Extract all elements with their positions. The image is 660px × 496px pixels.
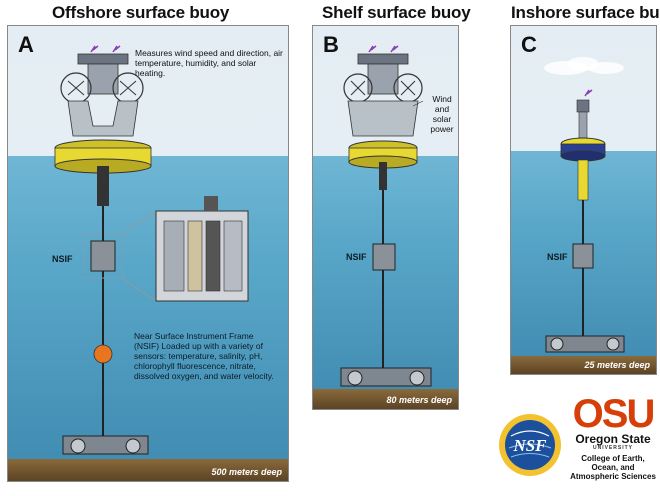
osu-college: College of Earth, Ocean, and Atmospheric… (570, 454, 656, 481)
panel-letter: C (521, 32, 537, 57)
panel-offshore: A Measures wind speed and direction, air… (7, 25, 289, 482)
seafloor (511, 356, 656, 374)
osu-logo: OSU Oregon State UNIVERSITY College of E… (570, 392, 656, 481)
osu-letters: OSU (572, 392, 656, 436)
panel-shelf: B Wind and solar power NSIF 80 meters de… (312, 25, 459, 410)
title-inshore: Inshore surface buoy (511, 3, 660, 22)
panel-inshore: C NSIF 25 meters deep (510, 25, 657, 375)
nsif-label: NSIF (346, 252, 367, 262)
power-note: Wind and solar power (430, 94, 454, 134)
title-offshore: Offshore surface buoy (52, 3, 230, 22)
water (8, 156, 288, 481)
nsif-note: Near Surface Instrument Frame (NSIF) Loa… (134, 331, 274, 381)
panel-letter: A (18, 32, 34, 57)
met-sensors-note: Measures wind speed and direction, air t… (135, 48, 283, 78)
nsf-logo: NSF (497, 412, 563, 478)
osu-name: Oregon State (575, 432, 651, 446)
inshore-buoy-drawing (544, 57, 625, 353)
shelf-buoy-drawing (340, 45, 432, 387)
seafloor (8, 459, 288, 481)
nsf-seal-icon (499, 414, 561, 476)
offshore-buoy-drawing (54, 45, 249, 455)
title-shelf: Shelf surface buoy (322, 3, 471, 22)
depth-label: 25 meters deep (584, 360, 650, 370)
seafloor (313, 389, 458, 409)
osu-university: UNIVERSITY (592, 445, 633, 451)
panel-letter: B (323, 32, 339, 57)
nsf-logo-text: NSF (513, 436, 547, 455)
depth-label: 80 meters deep (386, 395, 452, 405)
depth-label: 500 meters deep (211, 467, 282, 477)
nsif-label: NSIF (547, 252, 568, 262)
nsif-label: NSIF (52, 254, 73, 264)
water (313, 156, 458, 409)
